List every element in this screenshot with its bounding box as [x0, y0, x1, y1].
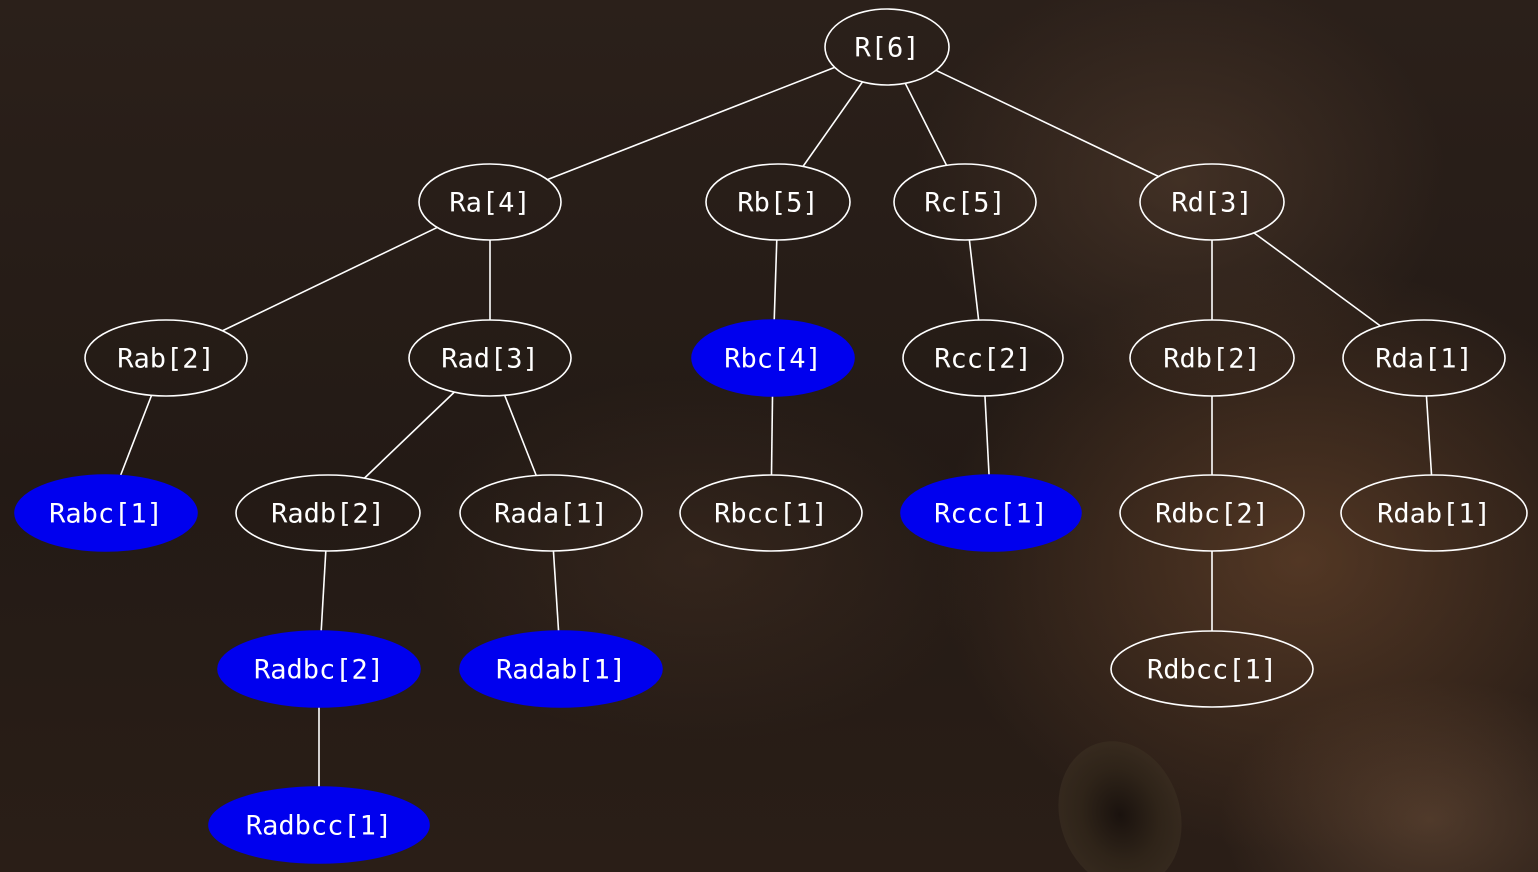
node-radb: Radb[2]: [235, 474, 421, 552]
node-rda: Rda[1]: [1342, 319, 1506, 397]
edge-rc-rcc: [968, 239, 980, 321]
node-label-rd: Rd[3]: [1171, 188, 1252, 219]
edge-rad-rada: [503, 395, 537, 476]
node-ellipse-rb: [705, 163, 851, 241]
node-rbc: Rbc[4]: [691, 319, 855, 397]
edge-rcc-rccc: [984, 395, 990, 476]
node-ellipse-rada: [459, 474, 643, 552]
node-ellipse-radab: [459, 630, 663, 708]
node-ellipse-rabc: [14, 474, 198, 552]
node-label-rbcc: Rbcc[1]: [714, 499, 828, 530]
node-ellipse-rbcc: [679, 474, 863, 552]
edge-rbc-rbcc: [770, 395, 774, 476]
node-ellipse-ra: [418, 163, 562, 241]
node-ellipse-rccc: [900, 474, 1082, 552]
node-ellipse-rdbcc: [1110, 630, 1314, 708]
node-ellipse-r: [824, 8, 950, 86]
node-rccc: Rccc[1]: [900, 474, 1082, 552]
node-ellipse-rc: [893, 163, 1037, 241]
node-ellipse-radbcc: [208, 786, 430, 864]
node-rdab: Rdab[1]: [1340, 474, 1528, 552]
edge-rb-rbc: [773, 239, 778, 321]
edge-r-rc: [904, 82, 948, 166]
node-label-rb: Rb[5]: [737, 188, 818, 219]
node-ellipse-rcc: [902, 319, 1064, 397]
node-label-rc: Rc[5]: [924, 188, 1005, 219]
edge-rda-rdab: [1425, 395, 1433, 476]
edge-rab-rabc: [119, 395, 153, 476]
node-label-rbc: Rbc[4]: [724, 344, 822, 375]
edge-ra-rab: [222, 226, 438, 332]
node-label-rada: Rada[1]: [494, 499, 608, 530]
edge-r-rb: [802, 81, 864, 167]
node-rabc: Rabc[1]: [14, 474, 198, 552]
node-label-rdb: Rdb[2]: [1163, 344, 1261, 375]
node-label-rdbcc: Rdbcc[1]: [1147, 655, 1277, 686]
edges-layer: [119, 66, 1433, 787]
node-rada: Rada[1]: [459, 474, 643, 552]
node-label-rab: Rab[2]: [117, 344, 215, 375]
node-radbcc: Radbcc[1]: [208, 786, 430, 864]
node-label-radb: Radb[2]: [271, 499, 385, 530]
node-ellipse-rad: [408, 319, 572, 397]
node-ellipse-rda: [1342, 319, 1506, 397]
node-label-rdbc: Rdbc[2]: [1155, 499, 1269, 530]
node-rbcc: Rbcc[1]: [679, 474, 863, 552]
node-ra: Ra[4]: [418, 163, 562, 241]
node-ellipse-rbc: [691, 319, 855, 397]
node-ellipse-rdbc: [1119, 474, 1305, 552]
node-label-radbcc: Radbcc[1]: [246, 811, 392, 842]
node-ellipse-rdab: [1340, 474, 1528, 552]
edge-r-ra: [547, 66, 835, 181]
node-rdbcc: Rdbcc[1]: [1110, 630, 1314, 708]
edge-rd-rda: [1253, 232, 1381, 327]
node-rc: Rc[5]: [893, 163, 1037, 241]
edge-rada-radab: [552, 550, 560, 632]
node-rab: Rab[2]: [84, 319, 248, 397]
node-label-rcc: Rcc[2]: [934, 344, 1032, 375]
node-radab: Radab[1]: [459, 630, 663, 708]
node-label-rabc: Rabc[1]: [49, 499, 163, 530]
node-label-rccc: Rccc[1]: [934, 499, 1048, 530]
node-ellipse-rdb: [1129, 319, 1295, 397]
node-rdbc: Rdbc[2]: [1119, 474, 1305, 552]
node-label-rdab: Rdab[1]: [1377, 499, 1491, 530]
node-rd: Rd[3]: [1139, 163, 1285, 241]
node-rcc: Rcc[2]: [902, 319, 1064, 397]
edge-rad-radb: [363, 391, 455, 479]
node-label-radab: Radab[1]: [496, 655, 626, 686]
node-label-rad: Rad[3]: [441, 344, 539, 375]
node-ellipse-rab: [84, 319, 248, 397]
node-label-ra: Ra[4]: [449, 188, 530, 219]
node-r: R[6]: [824, 8, 950, 86]
nodes-layer: R[6] Ra[4] Rb[5] Rc[5] Rd[3] Rab[2] Rad[3] Rbc[…: [14, 8, 1528, 864]
edge-radb-radbc: [320, 550, 327, 632]
node-ellipse-rd: [1139, 163, 1285, 241]
node-rdb: Rdb[2]: [1129, 319, 1295, 397]
node-ellipse-radb: [235, 474, 421, 552]
node-rad: Rad[3]: [408, 319, 572, 397]
node-radbc: Radbc[2]: [217, 630, 421, 708]
edge-r-rd: [935, 69, 1159, 178]
node-label-rda: Rda[1]: [1375, 344, 1473, 375]
node-ellipse-radbc: [217, 630, 421, 708]
node-rb: Rb[5]: [705, 163, 851, 241]
node-label-radbc: Radbc[2]: [254, 655, 384, 686]
node-label-r: R[6]: [854, 33, 919, 64]
